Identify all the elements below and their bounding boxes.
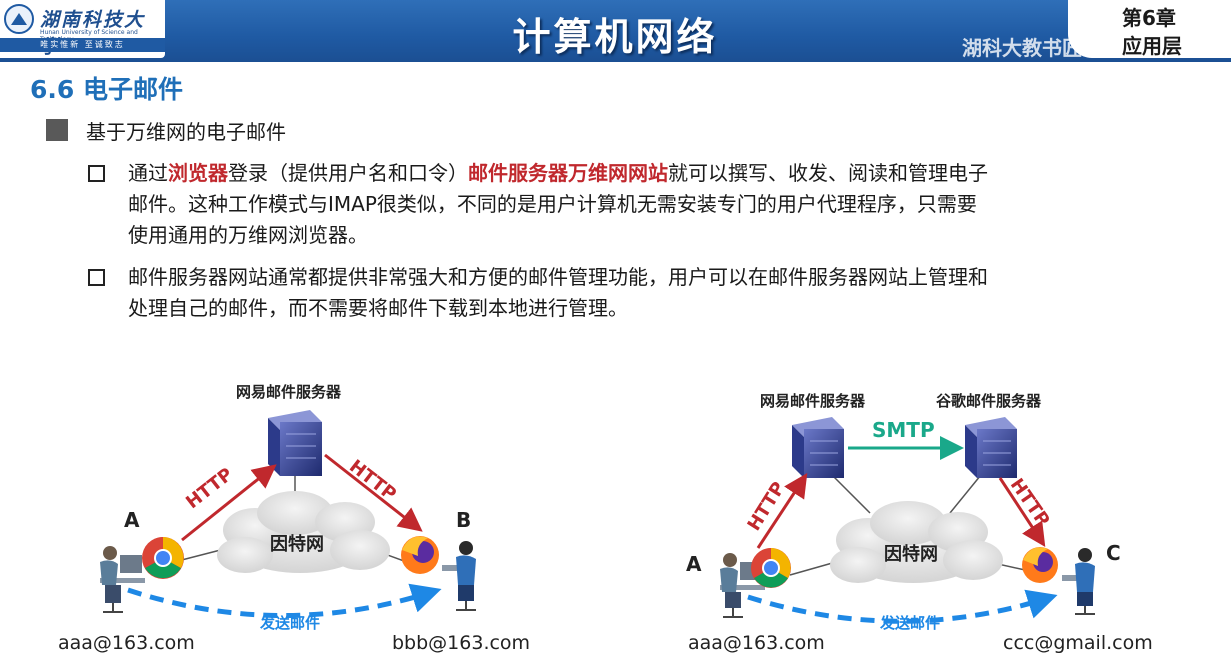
point-1-text: 就可以撰写、收发、阅读和管理电子 [668, 161, 988, 185]
right-netease-server-icon [792, 417, 844, 478]
point-1-line-2: 邮件。这种工作模式与IMAP很类似，不同的是用户计算机无需安装专门的用户代理程序… [128, 192, 977, 216]
left-server-label: 网易邮件服务器 [236, 383, 342, 401]
left-user-a-icon [100, 546, 145, 613]
right-node-c-label: C [1106, 541, 1121, 565]
chapter-name: 应用层 [1122, 34, 1182, 58]
point-1-text: 通过 [128, 161, 168, 185]
right-http-arrow-down [998, 477, 1046, 548]
left-node-a-label: A [124, 508, 140, 532]
left-server-icon [268, 410, 322, 476]
chapter-box [1068, 0, 1231, 58]
right-http-arrow-up [756, 472, 808, 549]
point-1-line-3: 使用通用的万维网浏览器。 [128, 223, 368, 247]
watermark: 湖科大教书匠 [962, 36, 1082, 60]
university-logo: 湖南科技大学 Hunan University of Science and T… [0, 0, 165, 58]
left-firefox-browser-icon [401, 536, 439, 574]
right-address-c: ccc@gmail.com [1003, 632, 1153, 654]
right-internet-label: 因特网 [884, 544, 938, 565]
left-http-arrow-up [181, 464, 277, 542]
left-node-b-label: B [456, 508, 472, 532]
sub-bullet-square-icon [88, 269, 105, 286]
left-internet-cloud-icon [217, 491, 390, 573]
right-server1-label: 网易邮件服务器 [760, 392, 866, 410]
left-internet-label: 因特网 [270, 534, 324, 555]
left-chrome-browser-icon [142, 537, 184, 579]
point-2-line-2: 处理自己的邮件，而不需要将邮件下载到本地进行管理。 [128, 296, 628, 320]
slide-title: 计算机网络 [512, 15, 718, 59]
highlight-mail-server-website: 邮件服务器万维网网站 [468, 161, 668, 185]
right-send-mail-label: 发送邮件 [880, 614, 941, 632]
logo-motto: 唯实惟新 至诚致志 [0, 38, 165, 52]
chapter-number: 第6章 [1122, 6, 1176, 30]
right-firefox-browser-icon [1022, 547, 1058, 583]
left-http-arrow-down [324, 453, 423, 532]
right-internet-cloud-icon [830, 501, 1003, 583]
right-server2-label: 谷歌邮件服务器 [936, 392, 1042, 410]
sub-bullet-square-icon [88, 165, 105, 182]
left-address-b: bbb@163.com [392, 632, 531, 654]
point-1-line-1: 通过浏览器登录（提供用户名和口令）邮件服务器万维网网站就可以撰写、收发、阅读和管… [128, 158, 1108, 189]
slide-header [0, 0, 1231, 62]
left-send-mail-label: 发送邮件 [260, 614, 321, 632]
point-1: 通过浏览器登录（提供用户名和口令）邮件服务器万维网网站就可以撰写、收发、阅读和管… [128, 158, 1108, 251]
right-user-c-icon [1062, 548, 1095, 615]
right-send-mail-arrow [747, 589, 1058, 624]
point-2: 邮件服务器网站通常都提供非常强大和方便的邮件管理功能，用户可以在邮件服务器网站上… [128, 262, 1108, 324]
right-node-a-label: A [686, 552, 702, 576]
university-emblem-icon [4, 4, 34, 34]
right-google-server-icon [965, 417, 1017, 478]
highlight-browser: 浏览器 [168, 161, 228, 185]
left-user-b-icon [442, 541, 476, 611]
right-address-a: aaa@163.com [688, 632, 825, 654]
left-address-a: aaa@163.com [58, 632, 195, 654]
right-smtp-label: SMTP [872, 418, 935, 442]
main-bullet-square-icon [46, 119, 68, 141]
point-1-text: 登录（提供用户名和口令） [228, 161, 468, 185]
point-2-line-1: 邮件服务器网站通常都提供非常强大和方便的邮件管理功能，用户可以在邮件服务器网站上… [128, 265, 988, 289]
right-chrome-browser-icon [751, 548, 791, 588]
main-bullet-text: 基于万维网的电子邮件 [86, 120, 286, 144]
section-title: 6.6 电子邮件 [30, 75, 183, 104]
